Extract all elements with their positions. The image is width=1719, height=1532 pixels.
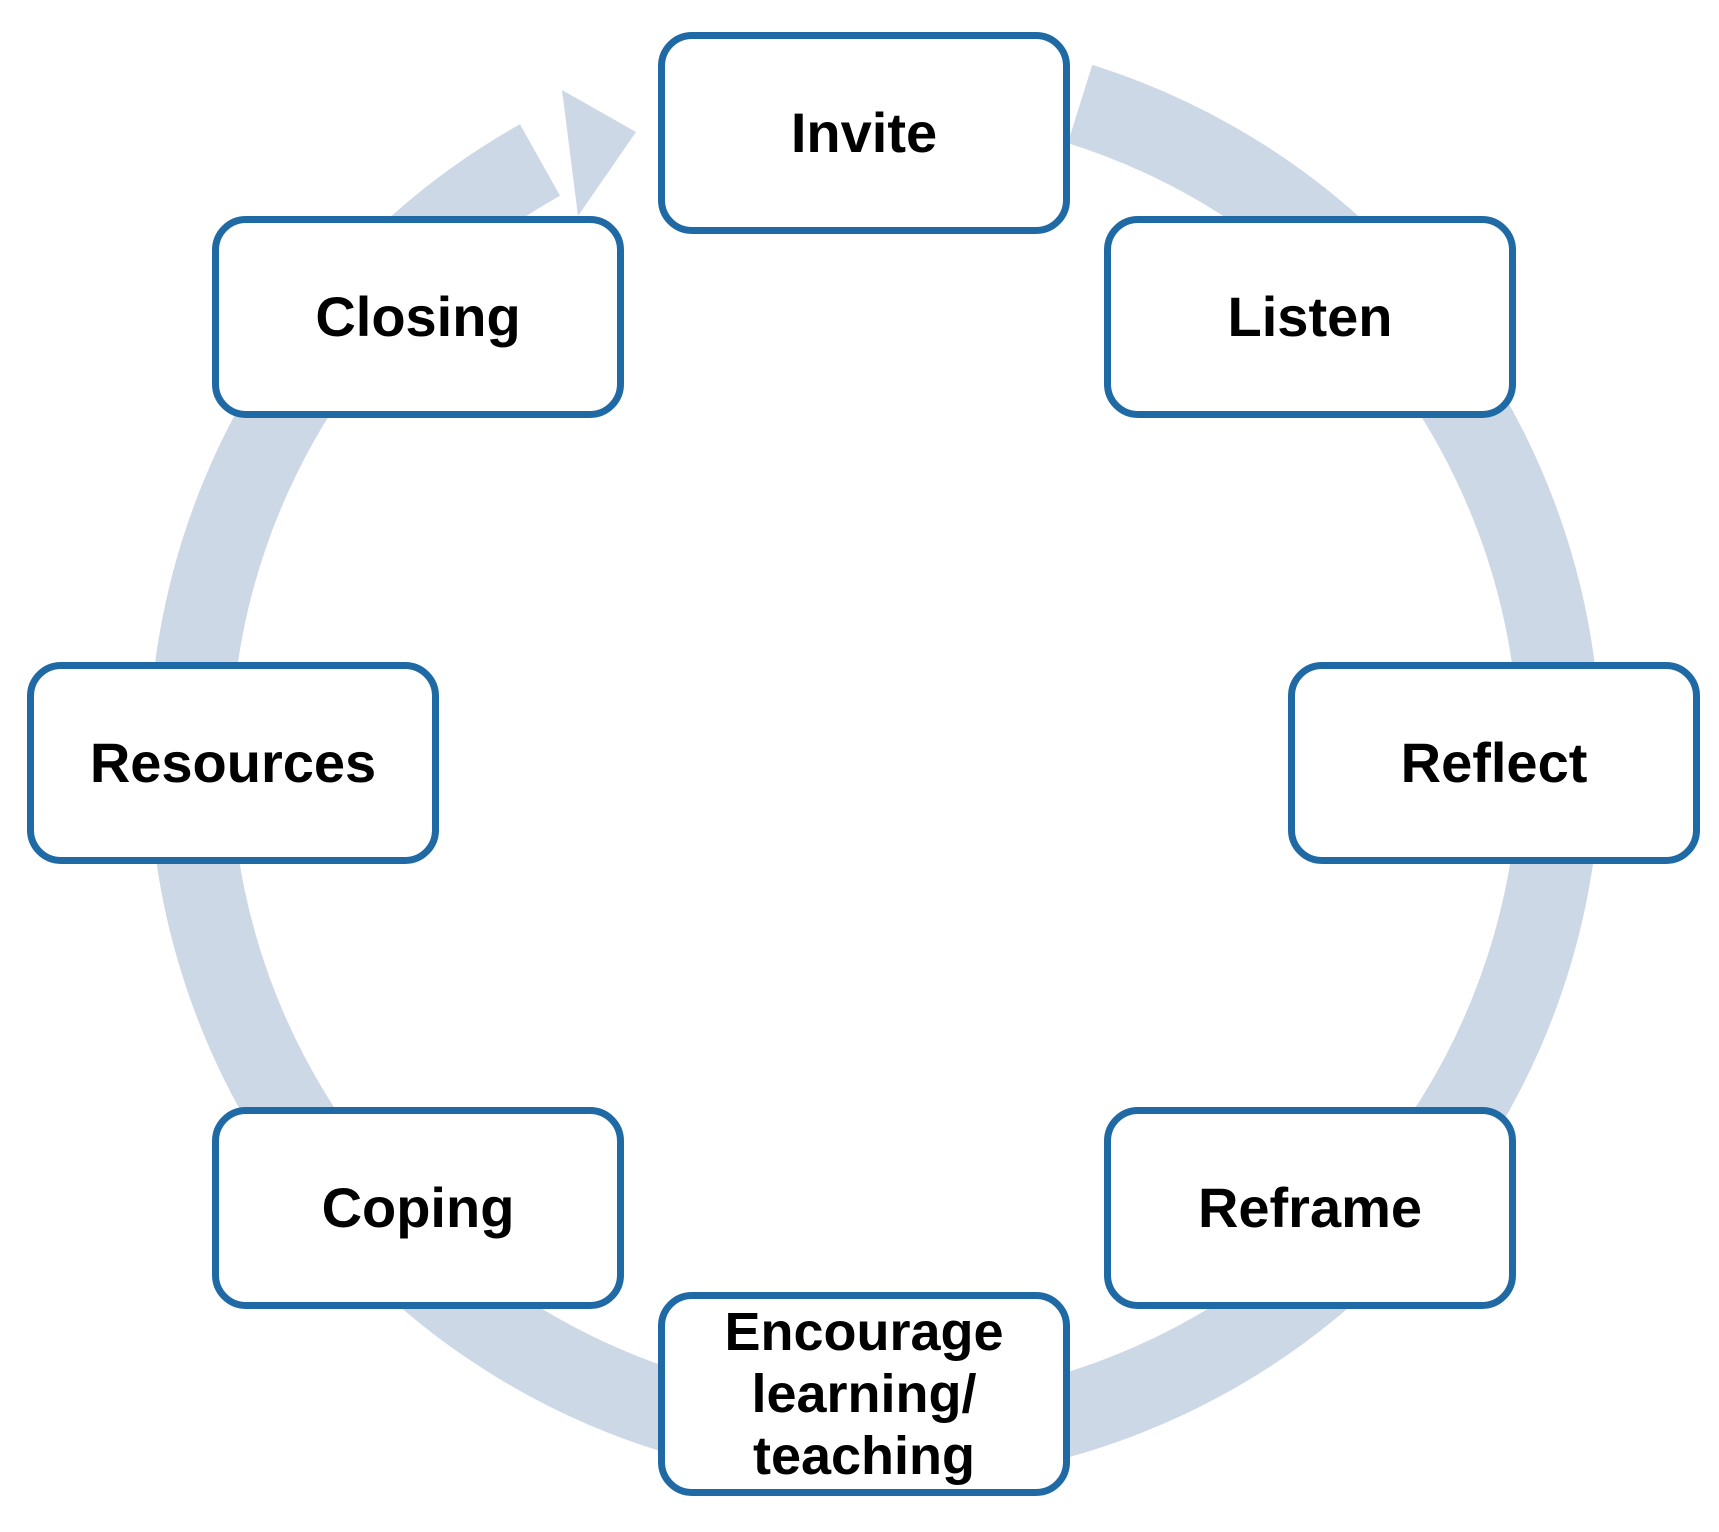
step-coping: Coping [212, 1107, 624, 1309]
step-coping-label: Coping [321, 1176, 515, 1239]
step-reflect-label: Reflect [1400, 731, 1588, 794]
step-reframe: Reframe [1104, 1107, 1516, 1309]
step-listen-label: Listen [1227, 285, 1393, 348]
step-listen: Listen [1104, 216, 1516, 418]
step-closing: Closing [212, 216, 624, 418]
cycle-arrowhead [562, 90, 636, 216]
step-resources-label: Resources [89, 731, 377, 794]
step-encourage-learning-teaching: Encourage learning/ teaching [658, 1292, 1070, 1496]
step-encourage-label: Encourage learning/ teaching [724, 1302, 1004, 1486]
step-resources: Resources [27, 662, 439, 864]
step-invite: Invite [658, 32, 1070, 234]
step-reflect: Reflect [1288, 662, 1700, 864]
step-reframe-label: Reframe [1197, 1176, 1423, 1239]
step-invite-label: Invite [790, 101, 938, 164]
step-closing-label: Closing [315, 285, 521, 348]
